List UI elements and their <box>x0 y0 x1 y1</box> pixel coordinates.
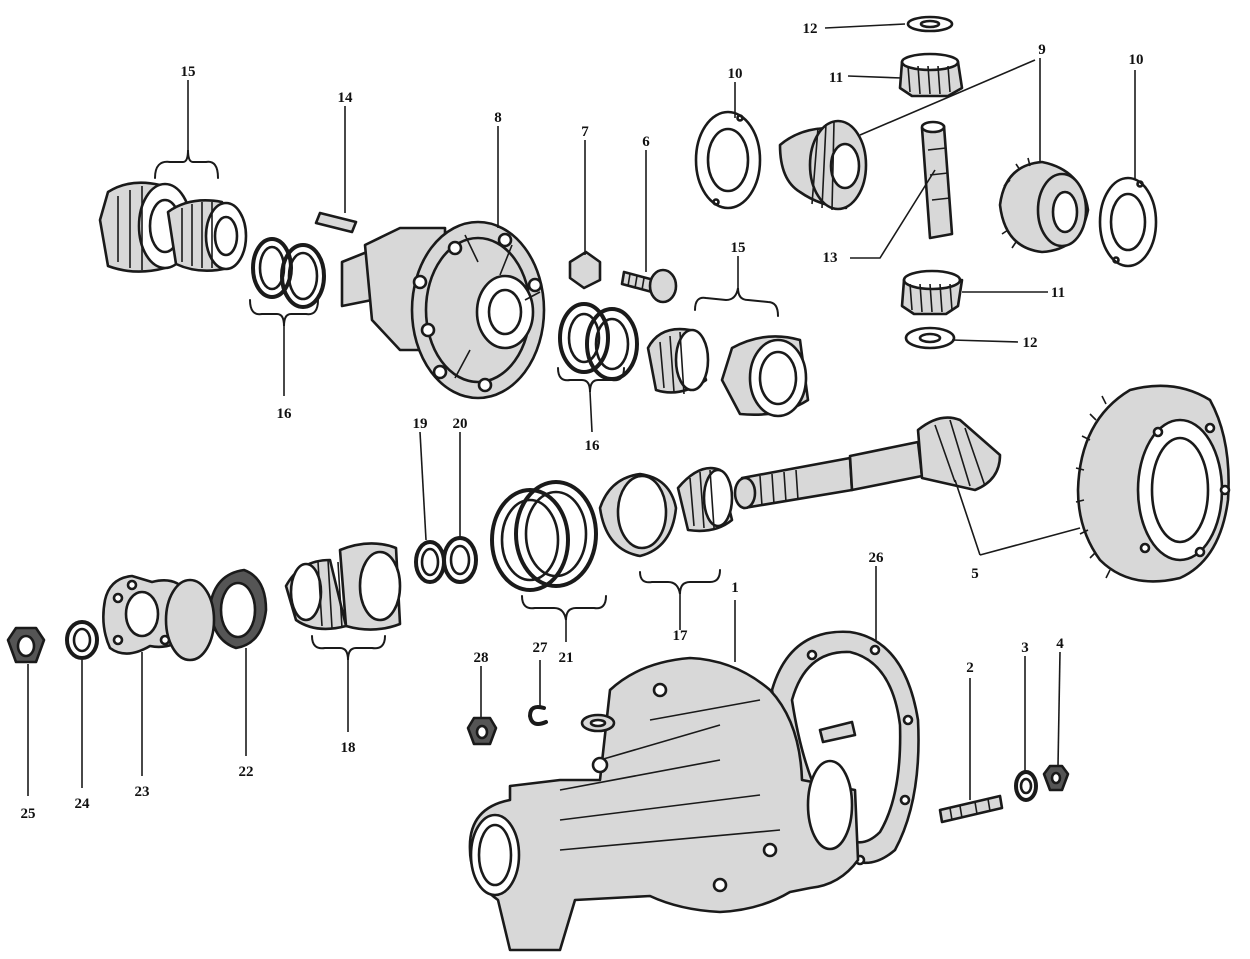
part-10-left-thrust-washer <box>694 110 762 210</box>
callout-14: 14 <box>338 90 354 106</box>
part-13-pinion-shaft <box>920 120 954 240</box>
callout-18: 18 <box>341 740 356 756</box>
callout-19: 19 <box>413 416 428 432</box>
callout-16a: 16 <box>277 406 293 422</box>
part-16-right-shims <box>558 302 639 381</box>
part-24-washer <box>65 620 99 660</box>
part-15-left-bearing <box>98 181 248 273</box>
callout-28: 28 <box>474 650 489 666</box>
callout-11a: 11 <box>829 70 843 86</box>
callout-12b: 12 <box>1023 335 1038 351</box>
part-2-stud <box>938 794 1004 824</box>
part-16-left-shims <box>251 237 326 309</box>
callout-13: 13 <box>823 250 838 266</box>
part-14-pin <box>314 211 358 234</box>
part-11-bottom-pinion-gear <box>900 269 964 316</box>
part-9-left-side-gear <box>778 119 868 211</box>
part-18-front-bearing <box>284 542 402 631</box>
part-27-lock-washer <box>528 705 548 726</box>
part-5-drive-pinion-and-ring-gear <box>733 384 1231 583</box>
callout-16b: 16 <box>585 438 601 454</box>
part-12-top-washer <box>906 15 954 33</box>
callout-17: 17 <box>673 628 689 644</box>
part-7-lock-plate <box>568 250 602 290</box>
part-8-differential-case <box>340 220 546 400</box>
callout-11b: 11 <box>1051 285 1065 301</box>
callout-15a: 15 <box>181 64 196 80</box>
callout-labels: 10 12 11 9 10 15 14 8 7 6 15 13 11 12 16… <box>21 21 1144 822</box>
part-10-right-thrust-washer <box>1098 176 1158 268</box>
part-22-oil-seal <box>208 568 268 650</box>
callout-10b: 10 <box>1129 52 1144 68</box>
callout-12a: 12 <box>803 21 818 37</box>
part-20-spacer <box>442 536 478 584</box>
part-15-right-bearing <box>646 327 810 418</box>
callout-6: 6 <box>642 134 650 150</box>
callout-26: 26 <box>869 550 885 566</box>
callout-25: 25 <box>21 806 36 822</box>
part-21-pinion-shims <box>490 480 598 592</box>
loose-flat-washer <box>580 713 616 733</box>
callout-24: 24 <box>75 796 91 812</box>
callout-7: 7 <box>581 124 589 140</box>
callout-1: 1 <box>731 580 739 596</box>
part-11-top-pinion-gear <box>898 52 964 98</box>
part-1-carrier-housing <box>468 656 860 952</box>
part-9-right-side-gear <box>998 157 1090 254</box>
callout-23: 23 <box>135 784 150 800</box>
callout-15b: 15 <box>731 240 746 256</box>
callout-9: 9 <box>1038 42 1046 58</box>
part-4-nut <box>1042 764 1070 792</box>
part-28-nut <box>466 716 498 746</box>
callout-21: 21 <box>559 650 574 666</box>
part-23-companion-flange <box>102 574 216 662</box>
callout-2: 2 <box>966 660 974 676</box>
part-19-washer <box>414 540 446 584</box>
part-12-bottom-washer <box>904 326 956 350</box>
leader-lines <box>27 23 1136 800</box>
callout-5: 5 <box>971 566 979 582</box>
callout-22: 22 <box>239 764 254 780</box>
callout-20: 20 <box>453 416 468 432</box>
callout-10a: 10 <box>728 66 743 82</box>
part-25-nut <box>6 626 46 664</box>
callout-8: 8 <box>494 110 502 126</box>
callout-27: 27 <box>533 640 549 656</box>
part-3-washer <box>1014 770 1038 802</box>
callout-4: 4 <box>1056 636 1064 652</box>
part-6-bolt <box>620 268 678 304</box>
part-17-pinion-bearing <box>598 466 734 558</box>
callout-3: 3 <box>1021 640 1029 656</box>
